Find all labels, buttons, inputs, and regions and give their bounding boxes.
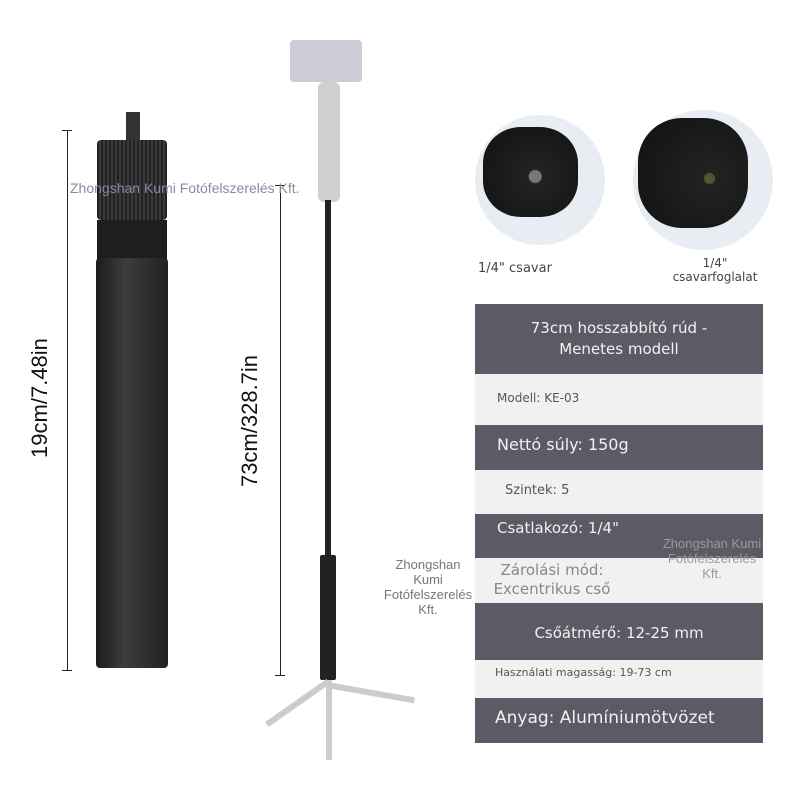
spec-lock-text: Zárolási mód: Excentrikus cső	[493, 561, 611, 598]
screw-detail-image	[475, 115, 605, 245]
socket-detail-image	[633, 110, 773, 250]
spec-title: 73cm hosszabbító rúd - Menetes modell	[475, 304, 763, 374]
spec-weight: Nettó súly: 150g	[475, 425, 763, 470]
screw-label: 1/4" csavar	[478, 261, 552, 276]
short-length-label: 19cm/7.48in	[27, 338, 52, 458]
spec-connector: Csatlakozó: 1/4"	[475, 514, 763, 558]
watermark: Zhongshan Kumi Fotófelszerelés Kft.	[70, 180, 300, 196]
socket-label: 1/4" csavarfoglalat	[672, 256, 758, 284]
spec-model: Modell: KE-03	[475, 374, 763, 425]
spec-levels: Szintek: 5	[475, 470, 763, 514]
watermark: Zhongshan Kumi Fotófelszerelés Kft.	[383, 557, 473, 617]
spec-material: Anyag: Alumíniumötvözet	[475, 698, 763, 743]
long-length-label: 73cm/328.7in	[237, 354, 262, 488]
watermark: Zhongshan Kumi Fotófelszerelés Kft.	[662, 536, 762, 581]
spec-title-text: 73cm hosszabbító rúd - Menetes modell	[530, 319, 708, 358]
spec-lock: Zárolási mód: Excentrikus cső	[475, 558, 763, 603]
spec-height: Használati magasság: 19-73 cm	[475, 660, 763, 698]
spec-diameter: Csőátmérő: 12-25 mm	[475, 603, 763, 660]
